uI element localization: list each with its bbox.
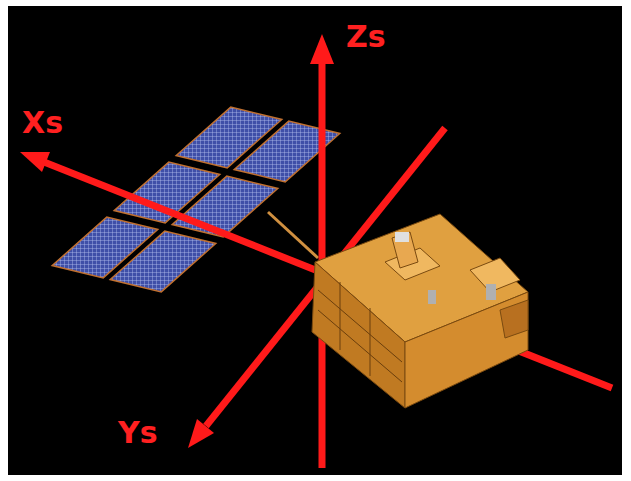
axis-label: Xs: [22, 108, 63, 138]
axis-label: Ys: [118, 418, 158, 448]
arrowhead: [20, 152, 50, 172]
axes: [20, 34, 612, 468]
solar-panel: [110, 231, 216, 292]
satellite-body: [312, 214, 528, 408]
axis-label: Zs: [346, 22, 386, 52]
solar-panel: [172, 176, 278, 237]
arrowhead: [188, 419, 214, 448]
background: [8, 6, 622, 475]
arrowhead: [310, 34, 334, 64]
